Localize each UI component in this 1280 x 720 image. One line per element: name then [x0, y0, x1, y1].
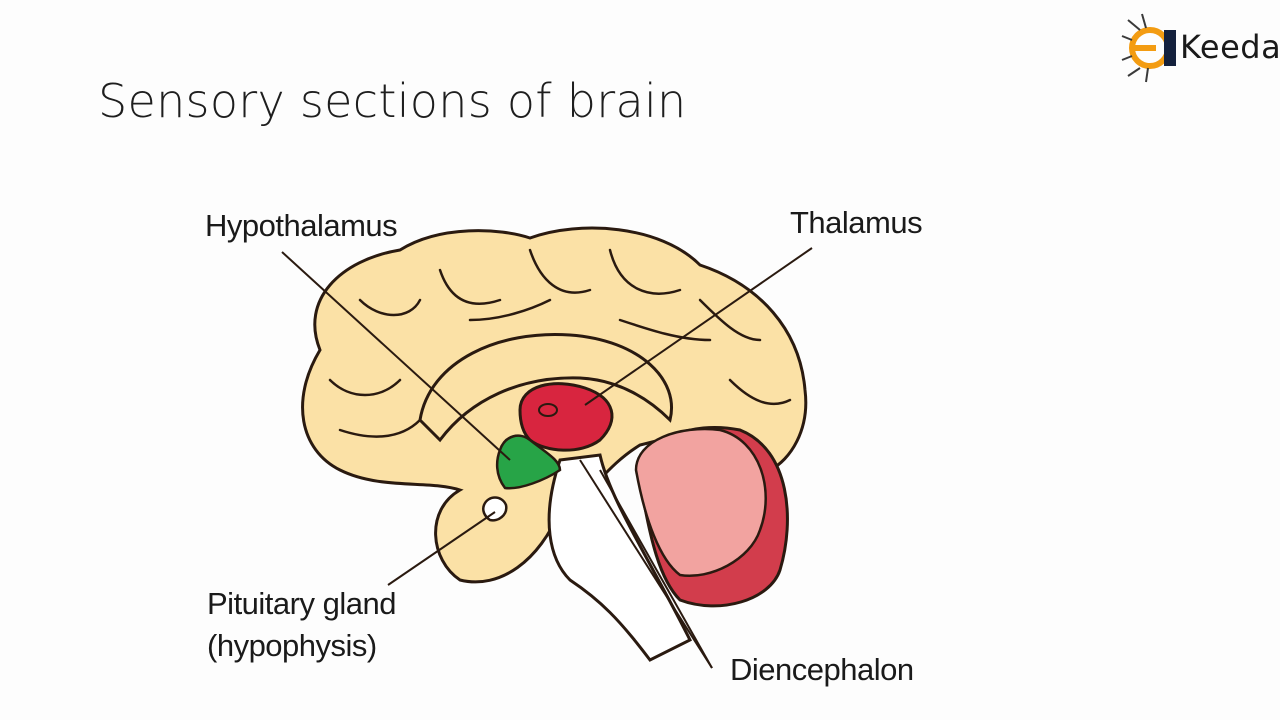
- label-diencephalon: Diencephalon: [730, 652, 914, 688]
- label-hypothalamus: Hypothalamus: [205, 208, 397, 244]
- label-hypophysis: (hypophysis): [207, 628, 377, 664]
- label-pituitary-gland: Pituitary gland: [207, 586, 396, 622]
- label-thalamus: Thalamus: [790, 205, 922, 241]
- thalamus: [520, 384, 612, 451]
